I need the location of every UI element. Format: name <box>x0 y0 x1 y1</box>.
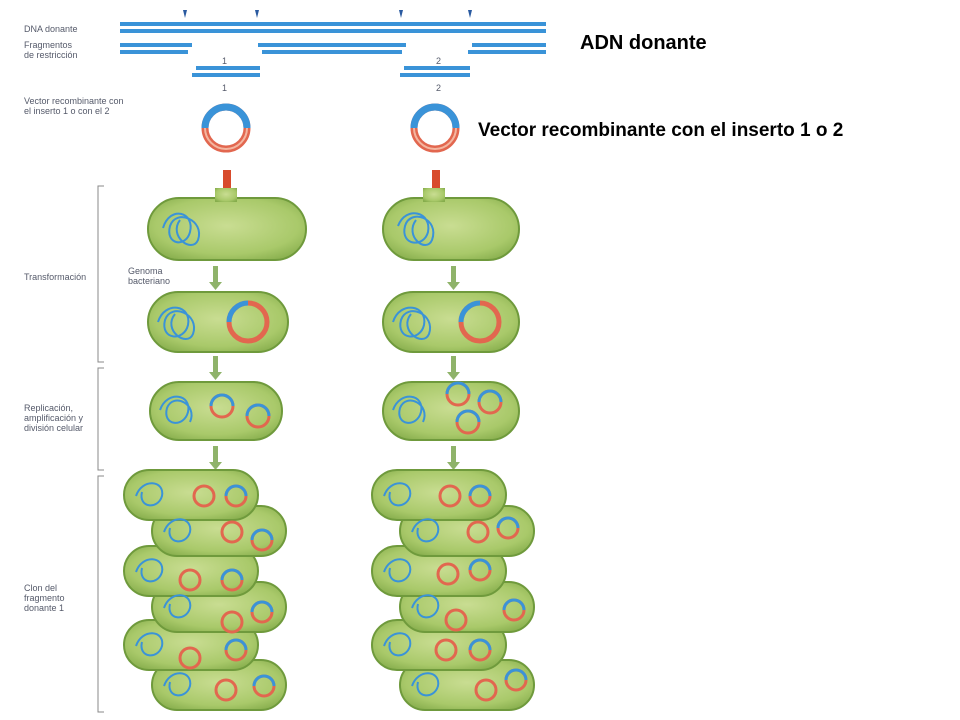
label-dna-donante: DNA donante <box>24 24 78 34</box>
label-genoma: Genoma bacteriano <box>128 266 171 286</box>
restriction-site-marker-icon <box>183 10 187 18</box>
bracket-icon <box>97 185 104 363</box>
bracket-icon <box>97 475 104 713</box>
fragment-number-1: 1 <box>222 56 228 66</box>
label-transformacion: Transformación <box>24 272 87 282</box>
label-vector: Vector recombinante con el inserto 1 o c… <box>24 96 124 116</box>
down-arrow-icon <box>209 282 222 290</box>
label-fragmentos: Fragmentos de restricción <box>24 40 78 60</box>
insert-number-1: 1 <box>222 83 228 93</box>
cell-receiving-vector-1 <box>147 188 307 261</box>
flow-arrows <box>209 266 460 470</box>
recombinant-vector-1 <box>201 103 251 153</box>
restriction-site-markers <box>183 10 472 18</box>
cell-receiving-vector-2 <box>382 188 520 261</box>
insert-number-2: 2 <box>436 83 442 93</box>
restriction-site-marker-icon <box>255 10 259 18</box>
down-arrow-icon <box>209 462 222 470</box>
brackets <box>97 185 104 713</box>
restriction-site-marker-icon <box>468 10 472 18</box>
down-arrow-icon <box>447 462 460 470</box>
replicating-cell-2 <box>382 381 520 441</box>
entry-arrows <box>219 170 444 200</box>
headline-adn-donante: ADN donante <box>580 32 707 54</box>
restriction-site-marker-icon <box>399 10 403 18</box>
recombinant-vector-2 <box>410 103 460 153</box>
label-replicacion: Replicación, amplificación y división ce… <box>24 403 84 433</box>
clone-stack-1 <box>123 469 287 711</box>
restriction-fragments <box>120 43 546 77</box>
clone-stack-2 <box>371 469 535 711</box>
down-arrow-icon <box>447 282 460 290</box>
headline-vector-recombinante: Vector recombinante con el inserto 1 o 2 <box>478 120 844 141</box>
bracket-icon <box>97 367 104 471</box>
transformed-cell-1 <box>147 291 289 353</box>
down-arrow-icon <box>209 372 222 380</box>
transformed-cell-2 <box>382 291 520 353</box>
fragment-number-2: 2 <box>436 56 442 66</box>
replicating-cell-1 <box>149 381 283 441</box>
donor-dna <box>120 22 546 33</box>
down-arrow-icon <box>447 372 460 380</box>
label-clon: Clon del fragmento donante 1 <box>24 583 65 613</box>
